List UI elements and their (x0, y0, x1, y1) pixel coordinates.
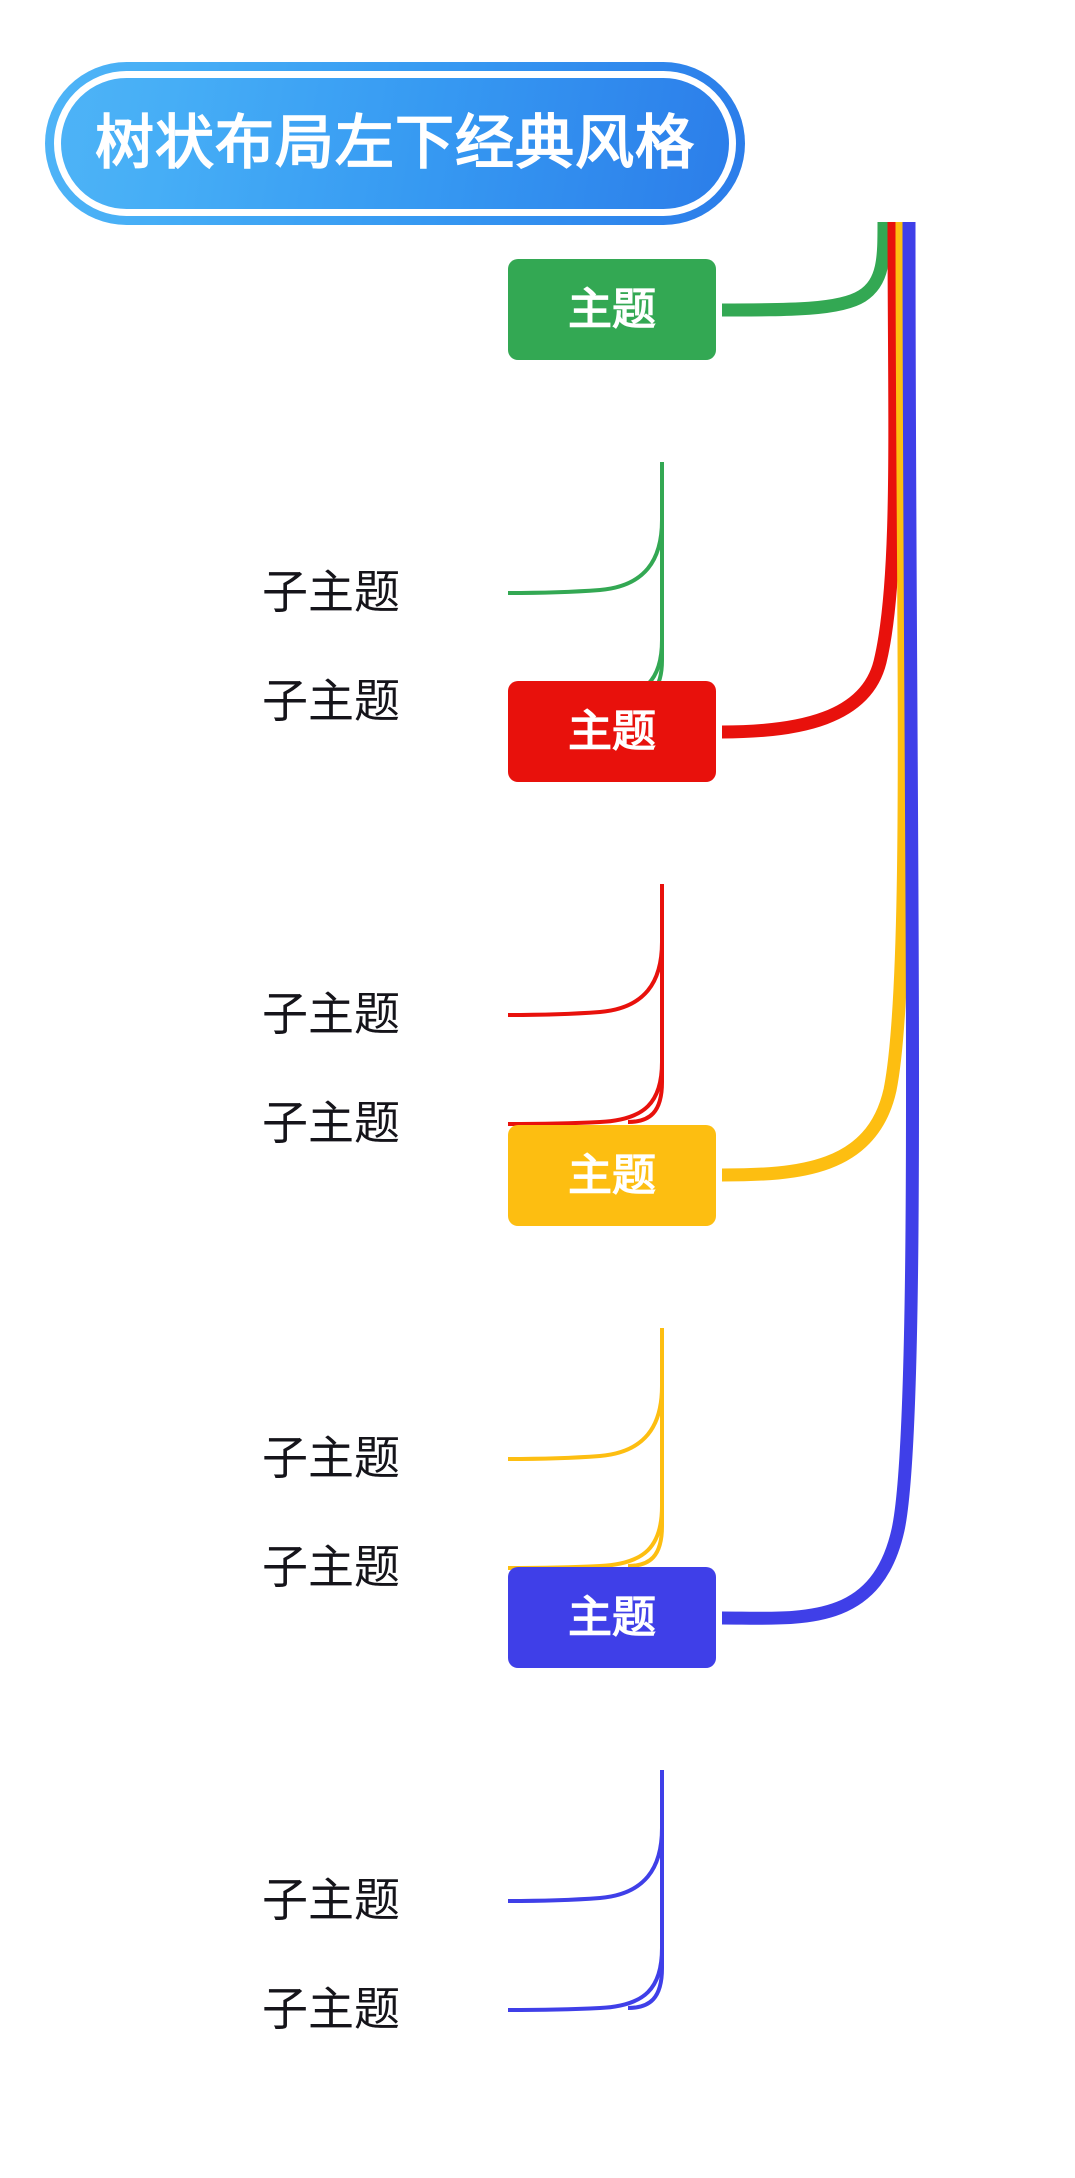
topic-node-3-label: 主题 (568, 1150, 656, 1200)
topic-node-4[interactable]: 主题 (508, 1567, 716, 1668)
trunk-link-1 (721, 221, 891, 317)
subtopic-3-2[interactable]: 子主题 (262, 1542, 400, 1593)
topic-node-3[interactable]: 主题 (508, 1125, 716, 1226)
subtopic-4-2[interactable]: 子主题 (262, 1984, 400, 2035)
sub-link-3-trunk (627, 1328, 665, 1568)
sub-link-1-trunk (627, 462, 665, 702)
trunk-link-2 (721, 221, 902, 739)
sub-link-1-1 (507, 519, 664, 595)
sub-link-4-1 (507, 1827, 664, 1903)
root-node-label: 树状布局左下经典风格 (94, 110, 695, 176)
topic-node-2[interactable]: 主题 (508, 681, 716, 782)
topic-node-4-label: 主题 (568, 1592, 656, 1642)
root-node[interactable]: 树状布局左下经典风格 (45, 62, 745, 225)
sub-link-4-2 (507, 1947, 664, 2012)
topic-node-2-label: 主题 (568, 706, 656, 756)
subtopic-1-2[interactable]: 子主题 (262, 676, 400, 727)
subtopic-4-1[interactable]: 子主题 (262, 1875, 400, 1926)
subtopic-2-1[interactable]: 子主题 (262, 989, 400, 1040)
subtopic-1-1[interactable]: 子主题 (262, 567, 400, 618)
topic-node-1[interactable]: 主题 (508, 259, 716, 360)
sub-link-3-2 (507, 1505, 664, 1570)
sub-link-3-1 (507, 1385, 664, 1461)
sub-link-2-trunk (627, 884, 665, 1124)
subtopic-3-1[interactable]: 子主题 (262, 1433, 400, 1484)
sub-link-2-2 (507, 1061, 664, 1126)
trunk-link-3 (721, 221, 911, 1182)
trunk-link-4 (721, 221, 920, 1625)
sub-link-2-1 (507, 941, 664, 1017)
sub-link-4-trunk (627, 1770, 665, 2010)
subtopic-2-2[interactable]: 子主题 (262, 1098, 400, 1149)
topic-node-1-label: 主题 (568, 284, 656, 334)
